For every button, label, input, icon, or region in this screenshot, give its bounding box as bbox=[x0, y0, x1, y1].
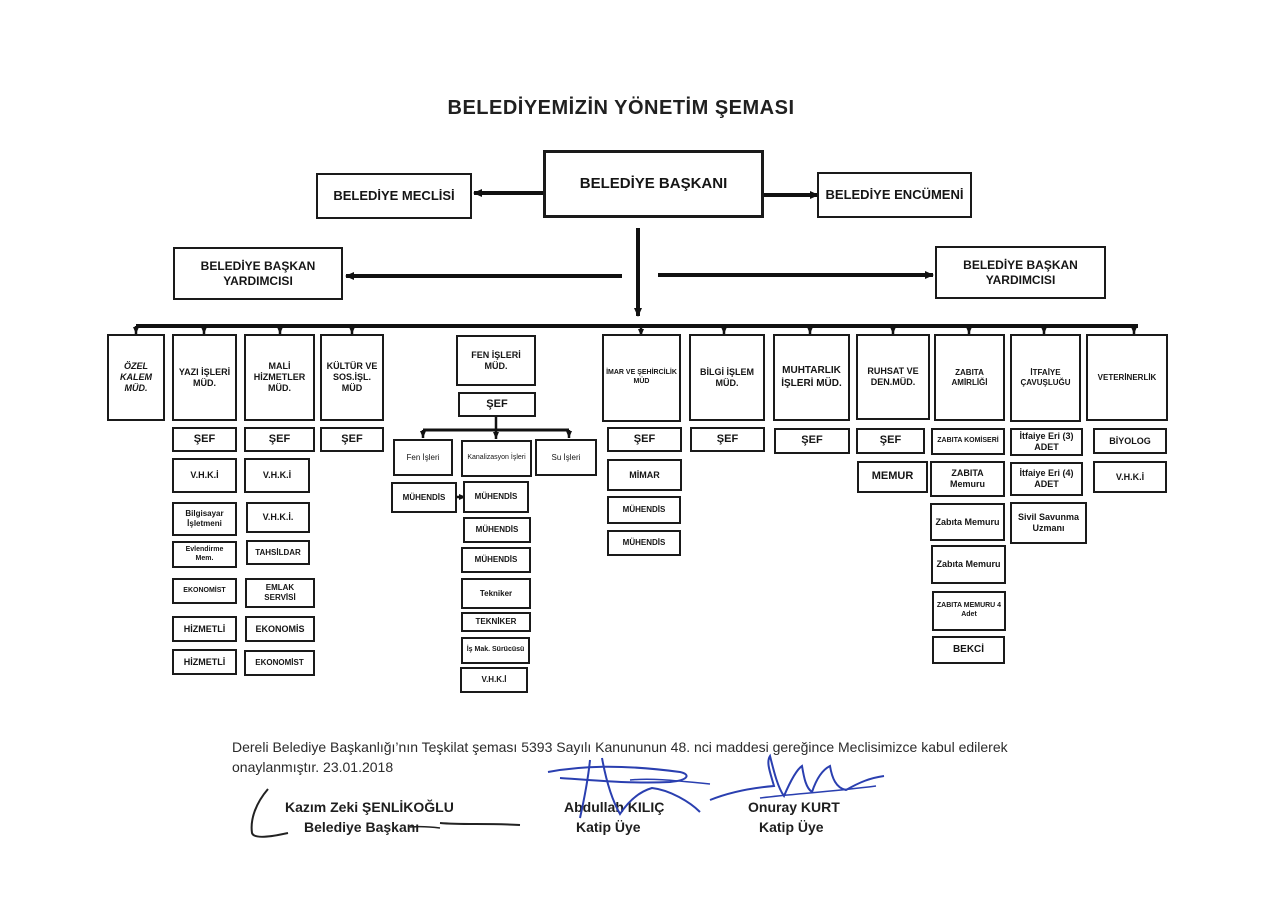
yazi-hizmetli-2: HİZMETLİ bbox=[172, 649, 237, 675]
mali-sef: ŞEF bbox=[244, 427, 315, 452]
signatory-2-role: Katip Üye bbox=[576, 819, 641, 835]
kanalizasyon-box: Kanalizasyon İşleri bbox=[461, 440, 532, 477]
meclis-box: BELEDİYE MECLİSİ bbox=[316, 173, 472, 219]
page-title: BELEDİYEMİZİN YÖNETİM ŞEMASI bbox=[447, 97, 795, 119]
su-isleri-box: Su İşleri bbox=[535, 439, 597, 476]
itfaiye-eri-4: İtfaiye Eri (4) ADET bbox=[1010, 462, 1083, 496]
kanal-vhki: V.H.K.İ bbox=[460, 667, 528, 693]
approval-text: Dereli Belediye Başkanlığı’nın Teşkilat … bbox=[232, 739, 1008, 776]
imar-sef: ŞEF bbox=[607, 427, 682, 452]
mali-ekonomist: EKONOMİST bbox=[244, 650, 315, 676]
yardimci-left-box: BELEDİYE BAŞKAN YARDIMCISI bbox=[173, 247, 343, 300]
fen-isleri-box: Fen İşleri bbox=[393, 439, 453, 476]
signatory-3-role: Katip Üye bbox=[759, 819, 824, 835]
dept-imar: İMAR VE ŞEHİRCİLİK MÜD bbox=[602, 334, 681, 422]
kultur-sef: ŞEF bbox=[320, 427, 384, 452]
yazi-ekonomist: EKONOMİST bbox=[172, 578, 237, 604]
fen-muhendis-left: MÜHENDİS bbox=[391, 482, 457, 513]
signature-1-icon bbox=[250, 788, 521, 838]
dept-yazi-isleri: YAZI İŞLERİ MÜD. bbox=[172, 334, 237, 421]
signatory-3-name: Onuray KURT bbox=[748, 799, 840, 815]
mali-tahsildar: TAHSİLDAR bbox=[246, 540, 310, 565]
zabita-memuru-4adet: ZABITA MEMURU 4 Adet bbox=[932, 591, 1006, 631]
ruhsat-sef: ŞEF bbox=[856, 428, 925, 454]
dept-mali-hizmetler: MALİ HİZMETLER MÜD. bbox=[244, 334, 315, 421]
dept-itfaiye: İTFAİYE ÇAVUŞLUĞU bbox=[1010, 334, 1081, 422]
dept-zabita: ZABITA AMİRLİĞİ bbox=[934, 334, 1005, 421]
dept-fen-isleri: FEN İŞLERİ MÜD. bbox=[456, 335, 536, 386]
itfaiye-eri-3: İtfaiye Eri (3) ADET bbox=[1010, 428, 1083, 456]
mali-vhki-1: V.H.K.İ bbox=[244, 458, 310, 493]
imar-muhendis-1: MÜHENDİS bbox=[607, 496, 681, 524]
yazi-bilgisayar: Bilgisayar İşletmeni bbox=[172, 502, 237, 536]
zabita-memuru-3: Zabıta Memuru bbox=[931, 545, 1006, 584]
kanal-muhendis-1: MÜHENDİS bbox=[463, 481, 529, 513]
dept-ruhsat: RUHSAT VE DEN.MÜD. bbox=[856, 334, 930, 420]
dept-veteriner: VETERİNERLİK bbox=[1086, 334, 1168, 421]
baskan-box: BELEDİYE BAŞKANI bbox=[543, 150, 764, 218]
yazi-hizmetli-1: HİZMETLİ bbox=[172, 616, 237, 642]
yardimci-right-box: BELEDİYE BAŞKAN YARDIMCISI bbox=[935, 246, 1106, 299]
yazi-evlendirme: Evlendirme Mem. bbox=[172, 541, 237, 568]
mali-ekonomis: EKONOMİS bbox=[245, 616, 315, 642]
imar-mimar: MİMAR bbox=[607, 459, 682, 491]
dept-bilgi-islem: BİLGİ İŞLEM MÜD. bbox=[689, 334, 765, 421]
kanal-surucu: İş Mak. Sürücüsü bbox=[461, 637, 530, 664]
mali-vhki-2: V.H.K.İ. bbox=[246, 502, 310, 533]
zabita-memuru-2: Zabıta Memuru bbox=[930, 503, 1005, 541]
kanal-tekniker-2: TEKNİKER bbox=[461, 612, 531, 632]
muhtarlik-sef: ŞEF bbox=[774, 428, 850, 454]
imar-muhendis-2: MÜHENDİS bbox=[607, 530, 681, 556]
bilgi-sef: ŞEF bbox=[690, 427, 765, 452]
kanal-tekniker-1: Tekniker bbox=[461, 578, 531, 609]
encumen-box: BELEDİYE ENCÜMENİ bbox=[817, 172, 972, 218]
signatory-1-name: Kazım Zeki ŞENLİKOĞLU bbox=[285, 799, 454, 815]
dept-muhtarlik: MUHTARLIK İŞLERİ MÜD. bbox=[773, 334, 850, 421]
zabita-bekci: BEKCİ bbox=[932, 636, 1005, 664]
zabita-memuru-1: ZABITA Memuru bbox=[930, 461, 1005, 497]
signature-2-icon bbox=[547, 757, 711, 819]
kanal-muhendis-2: MÜHENDİS bbox=[463, 517, 531, 543]
yazi-vhki: V.H.K.İ bbox=[172, 458, 237, 493]
signatory-2-name: Abdullah KILIÇ bbox=[564, 799, 665, 815]
kanal-muhendis-3: MÜHENDİS bbox=[461, 547, 531, 573]
veteriner-biyolog: BİYOLOG bbox=[1093, 428, 1167, 454]
ruhsat-memur: MEMUR bbox=[857, 461, 928, 493]
veteriner-vhki: V.H.K.İ bbox=[1093, 461, 1167, 493]
mali-emlak: EMLAK SERVİSİ bbox=[245, 578, 315, 608]
signature-3-icon bbox=[709, 753, 885, 801]
sivil-savunma: Sivil Savunma Uzmanı bbox=[1010, 502, 1087, 544]
zabita-komiser: ZABITA KOMİSERİ bbox=[931, 428, 1005, 455]
fen-sef: ŞEF bbox=[458, 392, 536, 417]
dept-ozel-kalem: ÖZEL KALEM MÜD. bbox=[107, 334, 165, 421]
dept-kultur: KÜLTÜR VE SOS.İŞL. MÜD bbox=[320, 334, 384, 421]
signatory-1-role: Belediye Başkanı bbox=[304, 819, 420, 835]
yazi-sef: ŞEF bbox=[172, 427, 237, 452]
